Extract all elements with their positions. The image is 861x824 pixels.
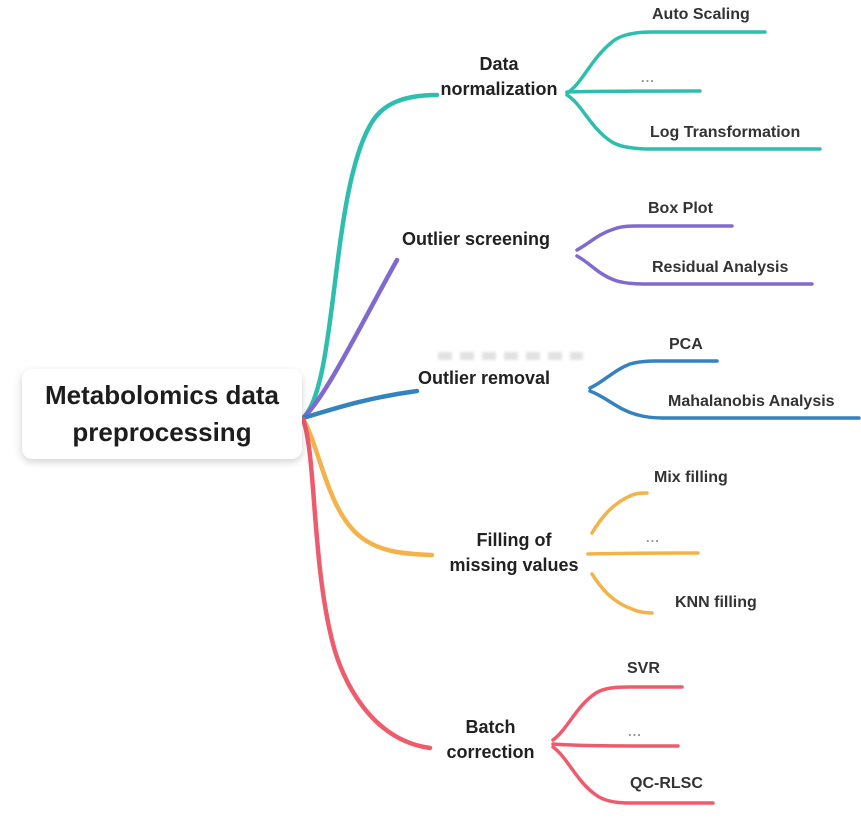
child-node-filling-ellipsis: ... (646, 530, 660, 545)
child-node-svr: SVR (627, 660, 660, 677)
branch-node-filling-missing-values: Filling of missing values (449, 530, 579, 575)
child-node-box-plot: Box Plot (648, 200, 713, 217)
child-line-mix-filling (590, 491, 649, 535)
child-line-qc-rlsc (551, 745, 715, 805)
branch-curve-batch-correction (300, 416, 433, 751)
branch-curve-filling-missing-values (300, 416, 435, 558)
child-line-mahalanobis-analysis (588, 389, 861, 420)
child-node-batch-ellipsis: ... (628, 724, 642, 739)
child-node-qc-rlsc: QC-RLSC (630, 775, 703, 792)
child-node-normalization-ellipsis: ... (641, 70, 655, 85)
root-node-metabolomics-data-preprocessing: Metabolomics data preprocessing (22, 369, 302, 459)
branch-node-data-normalization: Data normalization (440, 54, 558, 99)
child-line-residual-analysis (575, 254, 814, 286)
branch-curve-data-normalization (300, 92, 440, 421)
child-node-pca: PCA (669, 336, 703, 353)
child-line-filling-ellipsis (586, 551, 700, 556)
child-node-auto-scaling: Auto Scaling (652, 6, 750, 23)
child-line-log-transformation (565, 93, 822, 151)
branch-node-outlier-removal: Outlier removal (418, 368, 551, 388)
child-node-log-transformation: Log Transformation (650, 124, 801, 141)
child-node-residual-analysis: Residual Analysis (652, 259, 789, 276)
branch-curve-outlier-screening (300, 257, 400, 421)
branch-node-batch-correction: Batch correction (446, 717, 535, 762)
child-line-pca (588, 359, 719, 390)
child-node-mahalanobis-analysis: Mahalanobis Analysis (668, 393, 835, 410)
child-line-batch-ellipsis (551, 742, 680, 748)
child-line-box-plot (575, 224, 734, 252)
child-line-normalization-ellipsis (565, 89, 702, 94)
branch-node-outlier-screening: Outlier screening (402, 229, 551, 249)
root-node-label: Metabolomics data preprocessing (44, 380, 280, 447)
child-line-svr (551, 685, 684, 742)
child-line-auto-scaling (565, 30, 767, 95)
child-node-knn-filling: KNN filling (675, 594, 757, 611)
erased-watermark-artifact (438, 352, 583, 360)
child-line-knn-filling (590, 572, 654, 615)
child-node-mix-filling: Mix filling (654, 469, 728, 486)
branch-curve-outlier-removal (300, 388, 420, 421)
